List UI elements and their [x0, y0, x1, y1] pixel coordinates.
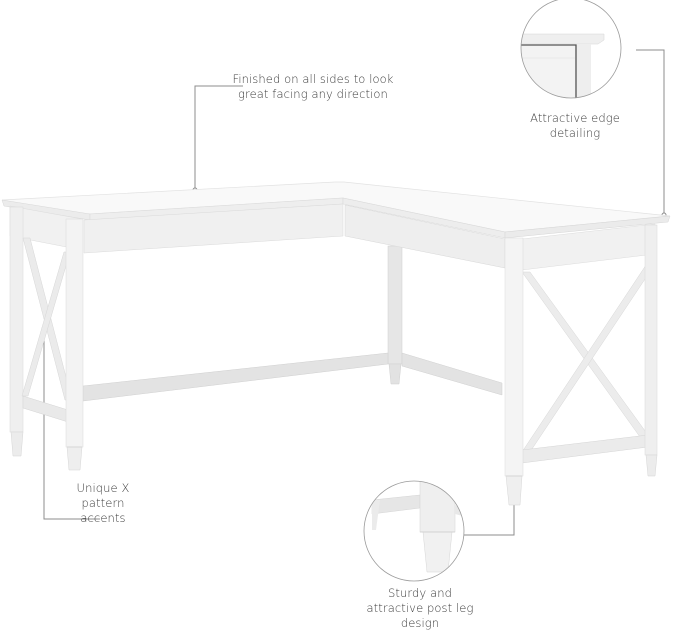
callout-finished-all-sides: Finished on all sides to look great faci… [232, 72, 394, 101]
callout-edge-detailing: Attractive edge detailing [530, 111, 620, 140]
edge-detail-circle [520, 0, 622, 99]
callout-post-leg: Sturdy and attractive post leg design [366, 586, 474, 630]
left-x-frame [9, 206, 84, 471]
desktop [1, 181, 671, 239]
callout-x-pattern: Unique X pattern accents [76, 481, 130, 525]
rear-structure [82, 245, 503, 402]
post-leg-detail-circle [363, 480, 465, 582]
right-x-frame [504, 224, 658, 506]
